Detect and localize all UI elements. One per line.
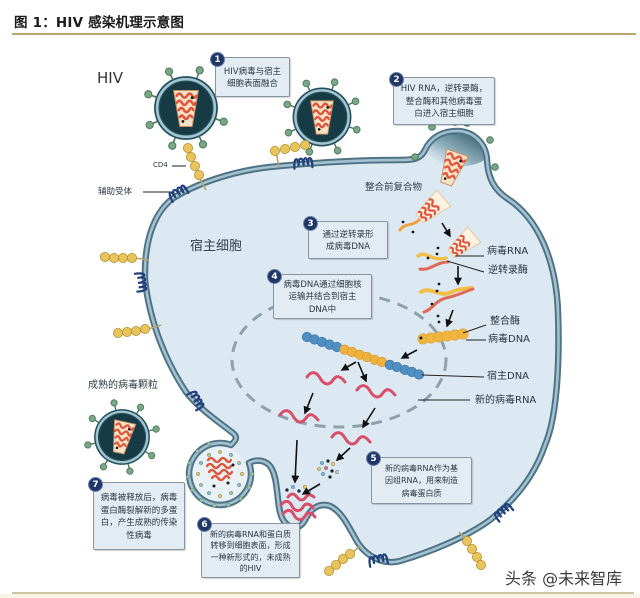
rna-strand [418,260,450,271]
step-2-callout: HIV RNA，逆转录酶， 整合酶和其他病毒蛋 白进入宿主细胞 [393,77,495,125]
step-text-line: 通过逆转录形 [322,229,374,240]
step-text-line: HIV病毒与宿主 [223,66,282,77]
dna-strand [419,286,474,296]
step-6-badge: 6 [197,517,212,532]
rna-strand [398,218,421,232]
label-viral-rna: 病毒RNA [487,246,529,257]
label-new-viral-rna: 新的病毒RNA [475,395,537,406]
new-viral-rna [278,371,397,522]
step-text-line: 白，产生成熟的传染 [100,518,178,528]
title-divider [12,33,636,35]
step-text-line: 病毒被释放后，病毒 [100,493,178,503]
cd4-receptor-chain [182,142,207,191]
step-text-line: 成病毒DNA [325,242,371,252]
label-preintegration-complex: 整合前复合物 [365,182,423,193]
enzyme-dots [401,220,441,324]
step-7-callout: 病毒被释放后，病毒 蛋白酶裂解新的多蛋 白，产生成熟的传染 性病毒 [93,482,185,550]
step-text-line: 运输并结合到宿主 [288,292,357,303]
dna-strand [416,252,448,261]
step-6-callout: 新的病毒RNA和蛋白质 转移到细胞表面，形成 一种新形式的，未成熟 的HIV [201,523,300,578]
cd4-receptor-chain [100,251,150,264]
step-text-line: DNA中 [308,304,337,315]
step-text-line: 蛋白酶裂解新的多蛋 [100,505,178,516]
coreceptor-coil-icon [133,271,148,293]
step-text-line: 新的病毒RNA作为基 [384,463,458,473]
label-reverse-transcriptase: 逆转录酶 [488,265,528,276]
step-text-line: 细胞表面融合 [226,79,278,89]
viral-protein-dots [285,459,340,495]
figure-title: 图 1：HIV 感染机理示意图 [14,15,185,31]
step-text-line: HIV RNA，逆转录酶， [400,84,488,95]
cd4-receptor-chain [113,323,162,339]
source-watermark: 头条 @未来智库 [505,569,623,588]
label-mature-virion: 成熟的病毒颗粒 [88,380,158,391]
label-integrase: 整合酶 [490,316,520,327]
cd4-receptor-chain [323,545,361,576]
step-3-badge: 3 [303,216,318,231]
step-text-line: 新的病毒RNA和蛋白质 [209,529,291,539]
step-text-line: 的HIV [239,564,262,573]
step-3-callout: 通过逆转录形 成病毒DNA [308,221,388,259]
label-hiv: HIV [97,69,123,87]
host-dna [301,331,425,380]
viral-dna [417,328,469,345]
rna-strand [422,287,475,314]
step-4-callout: 病毒DNA通过细胞核 运输并结合到宿主 DNA中 [273,274,372,319]
bottom-divider [12,592,634,594]
step-2-badge: 2 [389,72,404,87]
step-7-badge: 7 [88,477,103,492]
step-text-line: 整合酶和其他病毒蛋 [405,96,483,107]
budding-immature-virion [185,441,255,508]
step-5-badge: 5 [366,451,381,466]
step-text-line: 病毒DNA通过细胞核 [283,279,362,290]
label-cd4: CD4 [153,161,168,169]
label-coreceptor: 辅助受体 [98,187,133,197]
label-viral-dna: 病毒DNA [488,334,531,345]
footer-band [0,594,640,598]
step-text-line: 病毒蛋白质 [401,488,442,498]
step-text-line: 一种新形式的，未成熟 [210,552,291,562]
step-text-line: 性病毒 [126,530,152,541]
step-4-badge: 4 [267,269,282,284]
cd4-receptor-chain [458,531,487,570]
nucleus-boundary [230,291,448,429]
fusion-bud-shading [427,134,484,167]
step-1-callout: HIV病毒与宿主 细胞表面融合 [215,57,290,97]
label-host-dna: 宿主DNA [487,371,530,382]
step-text-line: 因组RNA，用来制造 [384,476,458,486]
step-text-line: 白进入宿主细胞 [414,109,474,120]
mature-virion-icon [79,394,165,480]
step-5-callout: 新的病毒RNA作为基 因组RNA，用来制造 病毒蛋白质 [371,457,472,504]
process-arrows [291,222,462,495]
label-host-cell: 宿主细胞 [190,239,243,254]
cd4-receptor-chain [269,139,311,168]
step-text-line: 转移到细胞表面，形成 [210,541,291,550]
step-1-badge: 1 [210,52,225,67]
label-leader-lines [143,165,487,401]
